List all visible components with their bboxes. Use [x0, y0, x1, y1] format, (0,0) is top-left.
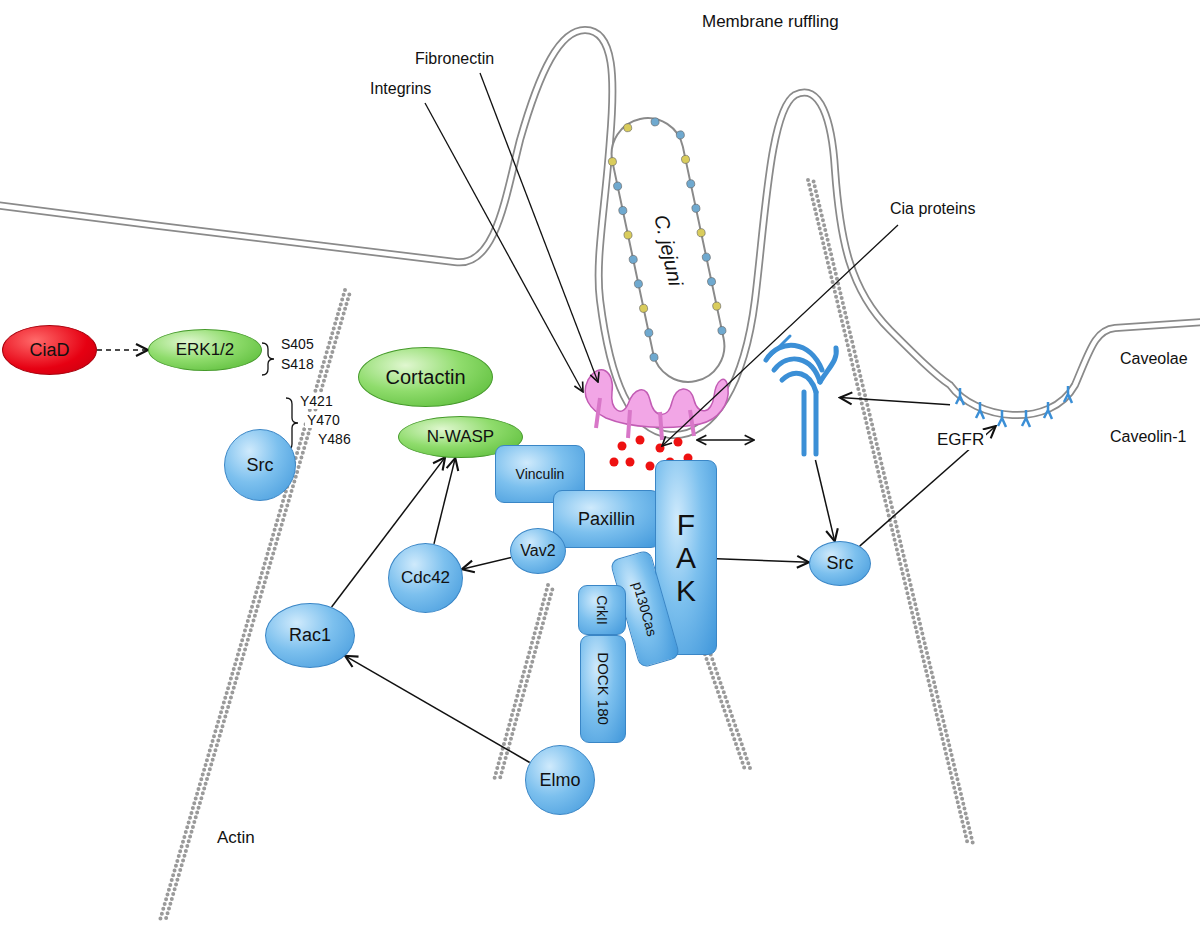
kinase: Src [809, 541, 871, 586]
node-text: FAK [671, 508, 701, 607]
node-text: CrkII [594, 595, 610, 625]
surface-protein [639, 304, 648, 313]
leader-line [480, 73, 598, 382]
node-text: EGFR [935, 430, 986, 450]
signal-arrow [462, 557, 511, 569]
molecule-label: Cia proteins [888, 200, 977, 218]
actin-filament [808, 179, 973, 845]
node-text: Cortactin [385, 366, 465, 389]
receptor: EGFR [760, 330, 840, 460]
signal-arrow [860, 426, 996, 546]
phospho-site: S405 [279, 336, 316, 352]
node-text: DOCK 180 [594, 653, 611, 726]
kinase: Src [224, 429, 296, 501]
signal-arrow [815, 460, 834, 541]
caveolin-mark [998, 410, 1006, 427]
surface-protein [634, 279, 643, 288]
caveolin-mark [976, 402, 984, 419]
signal-arrow [840, 398, 950, 405]
double-arrow [697, 439, 754, 440]
node-text: Caveolin-1 [1108, 428, 1188, 446]
gtpase: Rac1 [265, 603, 355, 668]
actin-binding-protein: Cortactin [358, 347, 493, 407]
actin-filaments [160, 179, 973, 922]
egfr-figure [760, 330, 840, 460]
surface-protein [628, 255, 637, 264]
surface-protein [618, 206, 627, 215]
node-text: N-WASP [427, 427, 494, 447]
effector-protein: CiaD [2, 325, 97, 375]
node-text: Vinculin [516, 466, 565, 482]
surface-protein [650, 117, 659, 126]
caveolin-mark [1064, 386, 1072, 403]
gef-protein: DOCK 180 [580, 635, 626, 743]
surface-protein [649, 353, 658, 362]
surface-protein [623, 123, 632, 132]
signal-arrow [97, 349, 148, 351]
caveolin-mark [1044, 402, 1052, 419]
bracket [262, 343, 274, 375]
node-text: Rac1 [289, 625, 331, 646]
caveolae: CaveolaeCaveolin-1 [950, 392, 1080, 426]
node-text: Elmo [539, 770, 580, 791]
surface-protein [702, 252, 711, 261]
surface-protein [686, 179, 695, 188]
leader-lines [425, 73, 898, 446]
surface-protein [676, 130, 685, 139]
phospho-site: Y486 [316, 431, 353, 447]
phospho-site: Y421 [298, 393, 335, 409]
structure-label: Actin [215, 828, 257, 848]
node-text: CiaD [29, 340, 69, 361]
actin-filament [700, 638, 750, 770]
surface-protein [696, 228, 705, 237]
gef-protein: Vav2 [510, 528, 566, 574]
node-text: Caveolae [1118, 350, 1190, 368]
node-text: Vav2 [520, 542, 555, 560]
surface-protein [707, 277, 716, 286]
adaptor-protein: CrkII [578, 585, 626, 635]
gtpase: Cdc42 [388, 543, 463, 613]
region-label: Membrane ruffling [700, 12, 841, 32]
adaptor-protein: Elmo [525, 745, 595, 815]
node-text: Src [827, 553, 854, 574]
surface-protein [717, 326, 726, 335]
kinase: ERK1/2 [148, 329, 262, 371]
cell-membrane [0, 30, 1200, 435]
node-text: Paxillin [578, 509, 635, 530]
node-text: Src [247, 455, 274, 476]
bacterium: C. jejuni [600, 107, 736, 394]
surface-protein [691, 204, 700, 213]
surface-protein [644, 328, 653, 337]
receptor-shape [766, 336, 836, 454]
caveolin-mark [956, 388, 964, 405]
node-text: p130Cas [630, 580, 661, 638]
signal-arrow [434, 458, 455, 544]
phospho-site: S418 [279, 356, 316, 372]
bacterium-body [605, 111, 731, 388]
surface-protein [623, 230, 632, 239]
node-text: ERK1/2 [176, 340, 235, 360]
signal-arrow [717, 559, 809, 563]
adaptor-protein: Paxillin [553, 490, 660, 548]
cav-figure [950, 392, 1080, 426]
molecule-label: Integrins [368, 80, 433, 98]
surface-protein [712, 301, 721, 310]
surface-protein [608, 157, 617, 166]
surface-protein [681, 155, 690, 164]
caveolin-mark [1022, 410, 1030, 427]
node-text: Cdc42 [401, 568, 450, 588]
phospho-site: Y470 [305, 412, 342, 428]
signal-arrow [345, 656, 530, 763]
surface-protein [613, 181, 622, 190]
molecule-label: Fibronectin [413, 50, 496, 68]
